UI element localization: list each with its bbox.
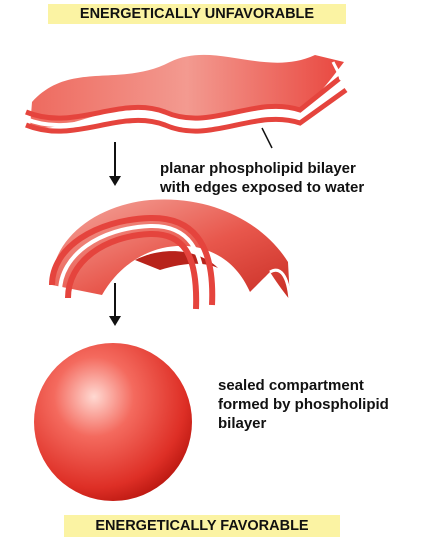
curved-bilayer-dome (52, 199, 290, 309)
sealed-label-line-3: bilayer (218, 414, 432, 433)
down-arrow-icon (109, 283, 121, 326)
down-arrow-icon (109, 142, 121, 186)
planar-label-line-1: planar phospholipid bilayer (160, 159, 432, 178)
planar-bilayer-sheet (26, 55, 346, 131)
sealed-label-line-1: sealed compartment (218, 376, 432, 395)
favorable-banner: ENERGETICALLY FAVORABLE (64, 515, 340, 537)
sealed-vesicle-sphere (34, 343, 192, 501)
sealed-compartment-label: sealed compartment formed by phospholipi… (218, 376, 432, 433)
planar-pointer-line (262, 128, 272, 148)
sealed-label-line-2: formed by phospholipid (218, 395, 432, 414)
planar-bilayer-label: planar phospholipid bilayer with edges e… (160, 159, 432, 197)
planar-label-line-2: with edges exposed to water (160, 178, 432, 197)
